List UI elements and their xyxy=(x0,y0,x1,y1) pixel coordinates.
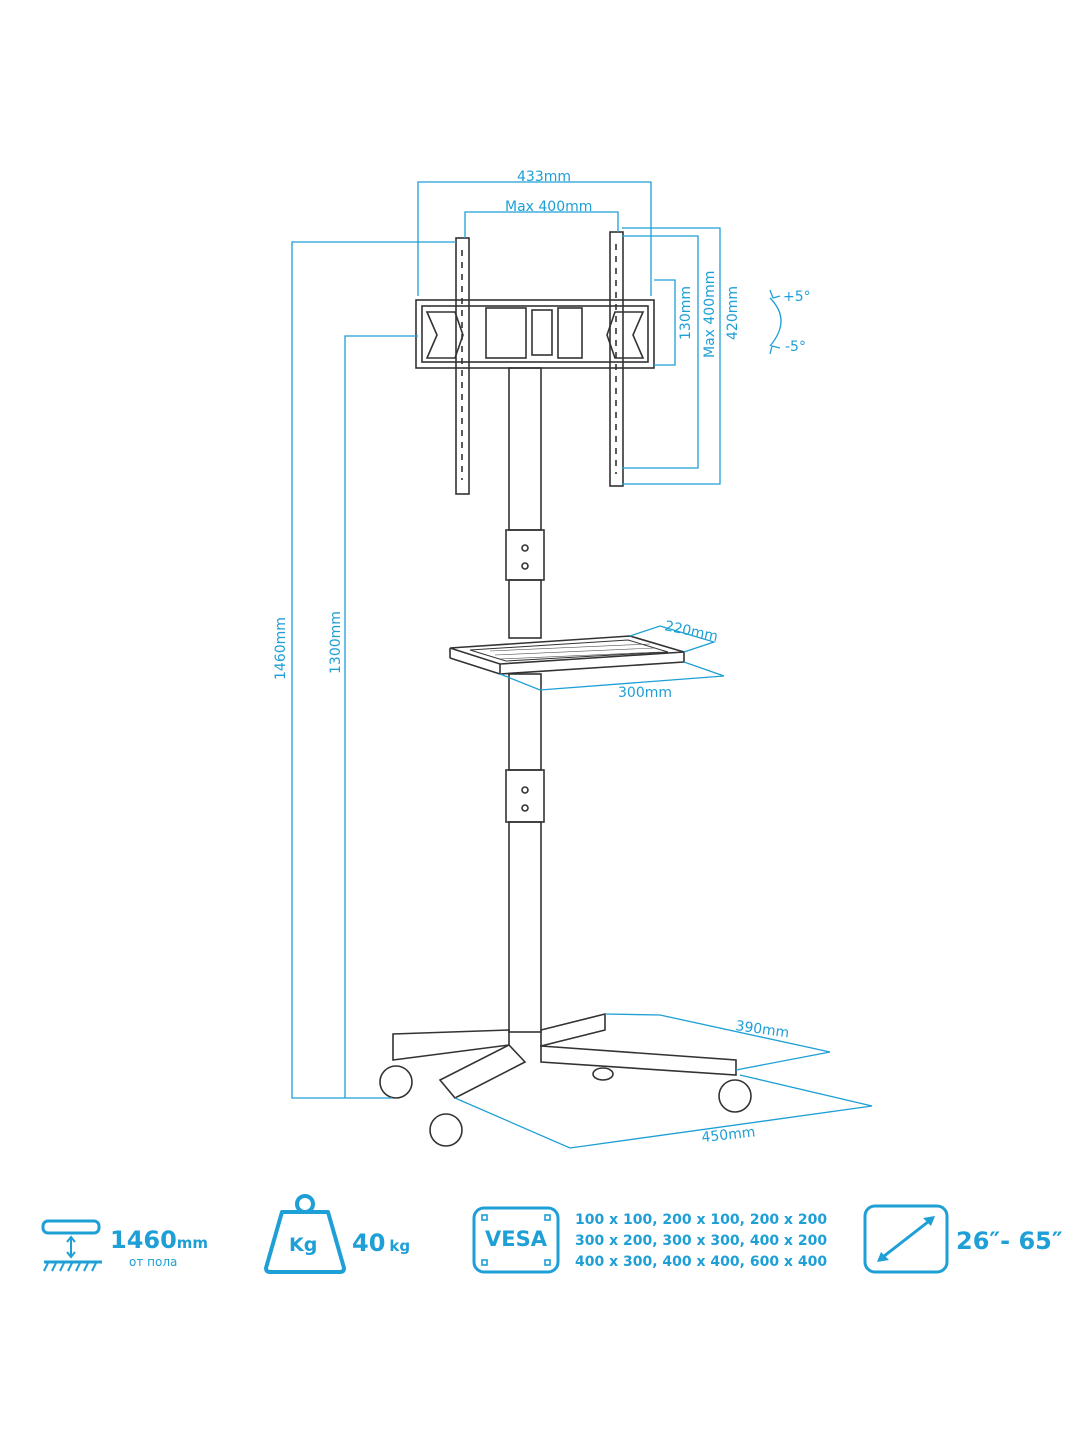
stand-technical-drawing: 433mm Max 400mm 130mm Max 400mm 420mm +5… xyxy=(273,169,873,1149)
dim-base-width: 450mm xyxy=(701,1124,756,1146)
vesa-sizes-line-2: 300 x 200, 300 x 300, 400 x 200 xyxy=(575,1233,828,1249)
dim-mount-height: 420mm xyxy=(725,286,741,340)
weight-icon xyxy=(264,1194,346,1274)
stand-outline xyxy=(379,231,752,1147)
dimension-lines xyxy=(291,181,873,1149)
dim-center-height: 1300mm xyxy=(328,611,344,674)
vesa-badge: VESA xyxy=(485,1227,547,1251)
dim-tilt-down: -5° xyxy=(785,339,806,355)
dim-tilt-up: +5° xyxy=(783,289,811,305)
height-unit: mm xyxy=(176,1234,209,1252)
weight-number: 40 xyxy=(352,1229,386,1257)
vesa-sizes-line-1: 100 x 100, 200 x 100, 200 x 200 xyxy=(575,1212,828,1228)
vesa-sizes-line-3: 400 x 300, 400 x 400, 600 x 400 xyxy=(575,1254,828,1270)
dim-base-depth: 390mm xyxy=(734,1018,790,1041)
floor-height-icon xyxy=(41,1219,102,1272)
dim-shelf-depth: 220mm xyxy=(663,618,719,645)
dim-vesa-max-width: Max 400mm xyxy=(505,199,592,215)
height-note: от пола xyxy=(129,1255,178,1269)
weight-badge: Kg xyxy=(289,1234,318,1256)
dim-mount-width: 433mm xyxy=(517,169,571,185)
dim-total-height: 1460mm xyxy=(273,617,289,680)
weight-unit: kg xyxy=(389,1237,411,1255)
floor-height-value: 1460mm xyxy=(110,1226,208,1254)
dim-shelf-width: 300mm xyxy=(618,685,672,701)
screen-size-range: 26″- 65″ xyxy=(956,1227,1063,1255)
screen-diagonal-icon xyxy=(863,1204,949,1274)
shelf-mesh xyxy=(489,643,661,660)
vesa-icon xyxy=(472,1206,560,1274)
dim-vesa-max-height: Max 400mm xyxy=(702,271,718,358)
height-number: 1460 xyxy=(110,1226,177,1254)
dim-bracket-height: 130mm xyxy=(678,286,694,340)
